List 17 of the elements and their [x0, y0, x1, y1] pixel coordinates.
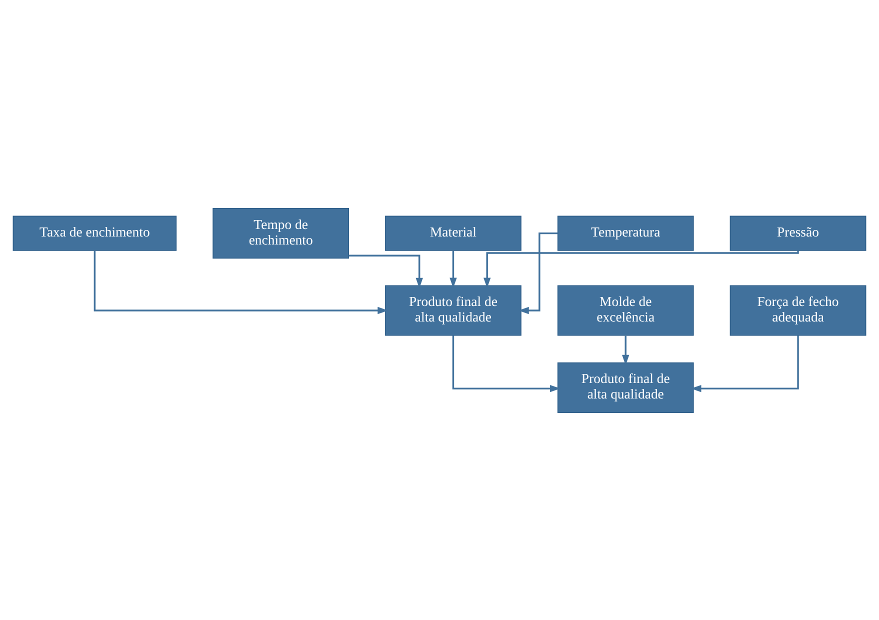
- node-box: Molde de excelência: [557, 284, 694, 336]
- arrow: [518, 232, 558, 314]
- node-box: Força de fecho adequada: [730, 284, 866, 336]
- arrow: [450, 250, 457, 288]
- node-box: Pressão: [730, 215, 866, 250]
- arrow: [484, 250, 799, 288]
- node-box: Produto final de alta qualidade: [557, 362, 694, 412]
- arrow: [452, 334, 560, 392]
- arrow: [94, 250, 388, 314]
- node-box: Tempo de enchimento: [212, 208, 349, 258]
- node-box: Produto final de alta qualidade: [385, 284, 522, 336]
- node-box: Taxa de enchimento: [12, 215, 177, 250]
- arrow: [622, 335, 630, 365]
- node-box: Temperatura: [557, 215, 694, 250]
- node-box: Material: [385, 215, 522, 250]
- arrow: [690, 334, 799, 392]
- arrow: [348, 254, 423, 288]
